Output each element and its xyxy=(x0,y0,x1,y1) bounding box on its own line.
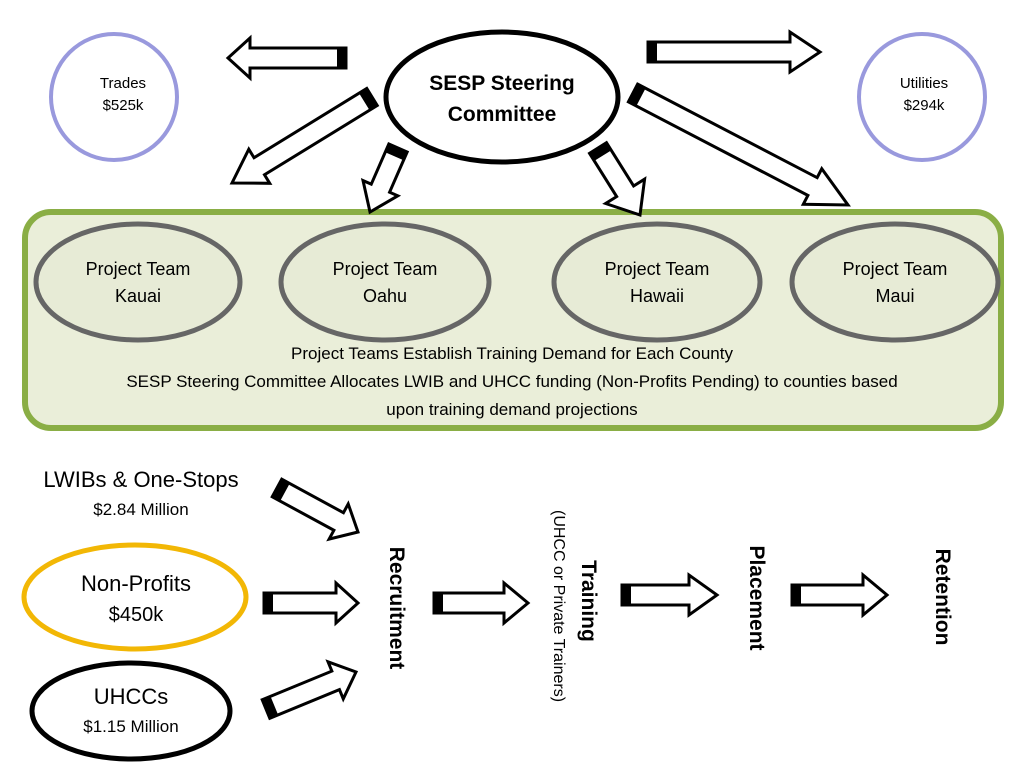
arrow-to-utilities xyxy=(646,29,823,75)
stage-retention: Retention xyxy=(931,549,954,646)
arrow-to-utilities-shape xyxy=(646,29,823,75)
project-team-kauai-line1: Project Team xyxy=(86,259,191,279)
project-team-oahu-line2: Oahu xyxy=(363,286,407,306)
stage-training-sub: (UHCC or Private Trainers) xyxy=(550,510,567,702)
arrow-nonprofits-to-recruitment-tail xyxy=(264,593,273,613)
arrow-training-to-placement-shape xyxy=(620,572,720,618)
arrow-recruitment-to-training-tail xyxy=(434,593,443,613)
arrow-to-maui-tail xyxy=(628,84,646,107)
lwib-amount: $2.84 Million xyxy=(93,500,188,519)
arrow-lwib-to-recruitment xyxy=(270,477,360,542)
stage-recruitment: Recruitment xyxy=(385,547,408,670)
utilities-amount: $294k xyxy=(904,97,945,114)
project-team-maui-line2: Maui xyxy=(875,286,914,306)
arrow-to-kauai xyxy=(229,86,380,185)
arrow-lwib-to-recruitment-tail xyxy=(272,479,290,502)
arrow-uhccs-to-recruitment-shape xyxy=(260,659,359,721)
project-team-hawaii-line1: Project Team xyxy=(605,259,710,279)
nonprofits-amount: $450k xyxy=(109,604,164,626)
arrow-uhccs-to-recruitment xyxy=(260,659,359,721)
project-team-maui-line1: Project Team xyxy=(843,259,948,279)
project-team-oahu-line1: Project Team xyxy=(333,259,438,279)
utilities-name: Utilities xyxy=(900,75,948,92)
utilities-circle xyxy=(857,32,987,162)
arrow-to-hawaii-tail xyxy=(589,142,612,161)
project-team-hawaii-line2: Hawaii xyxy=(630,286,684,306)
nonprofits-ellipse xyxy=(21,542,249,652)
project-team-oahu-ellipse xyxy=(278,221,492,343)
steering-committee-label-line2: Committee xyxy=(448,103,557,126)
uhccs-name: UHCCs xyxy=(94,684,169,709)
stage-training: Training xyxy=(577,560,600,642)
arrow-to-oahu-tail xyxy=(385,143,408,161)
arrow-recruitment-to-training-shape xyxy=(432,579,531,627)
panel-text-line2: SESP Steering Committee Allocates LWIB a… xyxy=(126,372,897,391)
project-team-maui: Project Team Maui xyxy=(789,221,1001,343)
project-team-hawaii-ellipse xyxy=(551,221,763,343)
project-team-oahu: Project Team Oahu xyxy=(278,221,492,343)
panel-text-line3: upon training demand projections xyxy=(386,400,637,419)
arrow-to-maui xyxy=(626,82,851,207)
arrow-recruitment-to-training xyxy=(432,579,531,627)
arrow-nonprofits-to-recruitment xyxy=(262,579,361,627)
lwib-name: LWIBs & One-Stops xyxy=(43,467,238,492)
arrow-to-trades-shape xyxy=(225,34,348,82)
arrow-nonprofits-to-recruitment-shape xyxy=(262,579,361,627)
arrow-lwib-to-recruitment-shape xyxy=(270,477,360,542)
arrow-to-utilities-tail xyxy=(648,42,657,62)
project-team-kauai-line2: Kauai xyxy=(115,286,161,306)
trades-name: Trades xyxy=(100,75,146,92)
trades-amount: $525k xyxy=(103,97,144,114)
arrow-to-kauai-tail xyxy=(359,88,378,111)
arrow-to-trades xyxy=(225,34,348,82)
project-team-maui-ellipse xyxy=(789,221,1001,343)
project-team-hawaii: Project Team Hawaii xyxy=(551,221,763,343)
uhccs-ellipse xyxy=(29,660,233,762)
panel-text-line1: Project Teams Establish Training Demand … xyxy=(291,344,733,363)
arrow-to-maui-shape xyxy=(626,82,851,207)
steering-committee-label-line1: SESP Steering xyxy=(429,72,575,95)
arrow-to-hawaii xyxy=(587,140,647,218)
trades-circle xyxy=(49,32,179,162)
arrow-placement-to-retention-shape xyxy=(790,571,890,619)
project-team-kauai-ellipse xyxy=(33,221,243,343)
steering-committee-ellipse xyxy=(383,29,621,165)
arrow-to-kauai-shape xyxy=(229,86,380,185)
arrow-to-trades-tail xyxy=(337,48,346,68)
nonprofits-name: Non-Profits xyxy=(81,571,191,596)
arrows-layer xyxy=(225,29,890,721)
uhccs-amount: $1.15 Million xyxy=(83,717,178,736)
arrow-placement-to-retention-tail xyxy=(792,585,801,605)
arrow-placement-to-retention xyxy=(790,571,890,619)
arrow-to-oahu-shape xyxy=(360,142,410,215)
arrow-uhccs-to-recruitment-tail xyxy=(262,696,279,719)
arrow-training-to-placement-tail xyxy=(622,585,631,605)
arrow-to-oahu xyxy=(360,142,410,215)
project-team-kauai: Project Team Kauai xyxy=(33,221,243,343)
arrow-training-to-placement xyxy=(620,572,720,618)
stage-placement: Placement xyxy=(745,545,768,650)
